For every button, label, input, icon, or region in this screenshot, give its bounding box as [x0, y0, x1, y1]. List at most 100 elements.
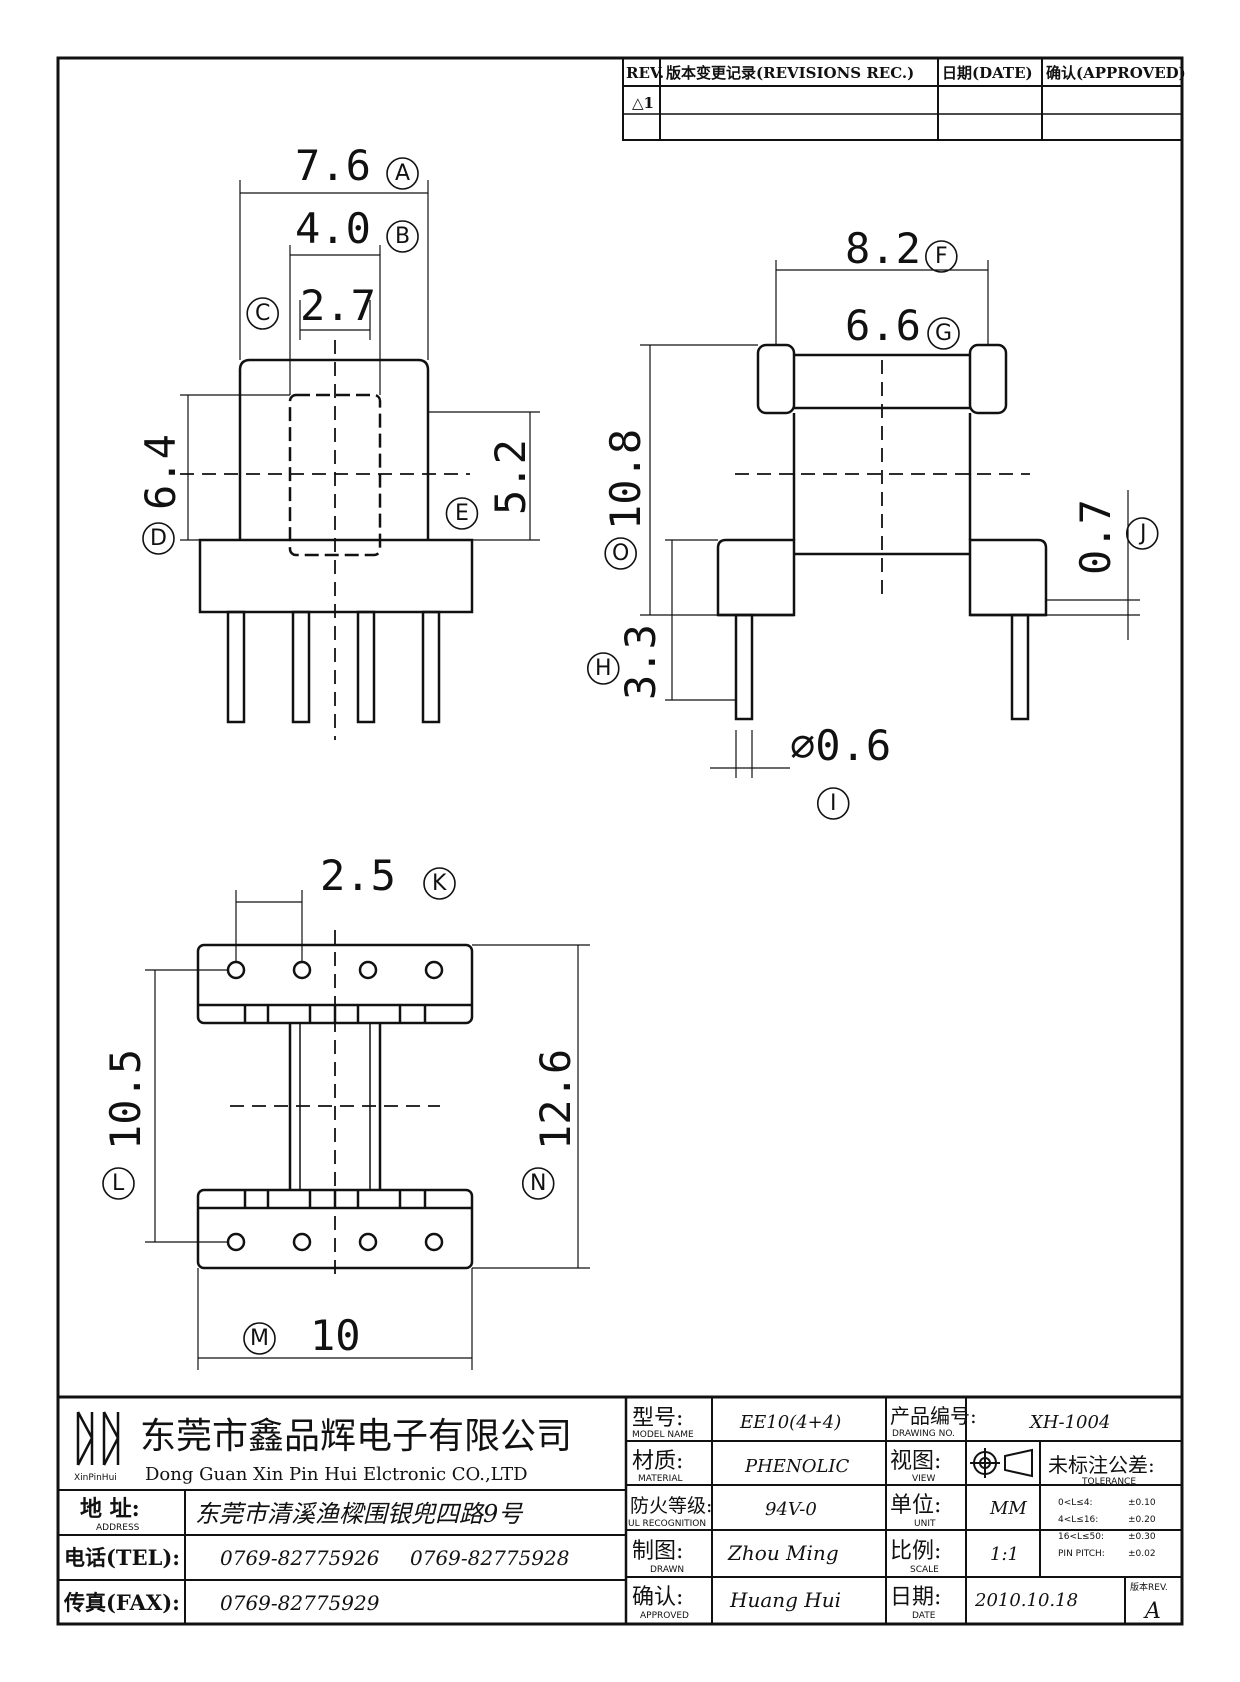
unit-label-en: UNIT [914, 1519, 936, 1529]
drawing-no-label: 产品编号: [890, 1404, 977, 1428]
tag-b: B [395, 224, 410, 249]
model-label-en: MODEL NAME [632, 1430, 694, 1440]
model-value: EE10(4+4) [739, 1412, 841, 1433]
tag-circle [586, 652, 620, 685]
tolerance-value-2: ±0.20 [1128, 1515, 1156, 1525]
date-label-en: DATE [912, 1611, 936, 1621]
company-logo [76, 1411, 120, 1466]
tag-circle [102, 1167, 135, 1200]
scale-label-en: SCALE [910, 1565, 939, 1575]
tag-circle [386, 157, 419, 190]
company-name-en: Dong Guan Xin Pin Hui Elctronic CO.,LTD [145, 1464, 528, 1485]
date-label: 日期: [890, 1585, 941, 1610]
dim-side-height: 10.8 [601, 429, 650, 530]
model-label: 型号: [632, 1406, 683, 1431]
material-label: 材质: [632, 1449, 683, 1474]
front-view [180, 180, 540, 740]
tag-circle [243, 1322, 276, 1355]
tag-h: H [595, 656, 612, 681]
tolerance-range-1: 0<L≤4: [1058, 1498, 1093, 1508]
approved-value: Huang Hui [729, 1588, 841, 1612]
rev-label: 版本REV. [1130, 1581, 1168, 1593]
tag-d: D [150, 526, 167, 551]
fax-value: 0769-82775929 [220, 1591, 380, 1615]
tolerance-range-4: PIN PITCH: [1058, 1549, 1105, 1559]
tolerance-value-4: ±0.02 [1128, 1549, 1156, 1559]
tag-m: M [250, 1326, 269, 1351]
rev-header: REV. [626, 64, 664, 82]
dim-front-core: 2.7 [300, 281, 376, 330]
dim-pin-diameter: ∅0.6 [790, 721, 891, 770]
tag-circle [604, 537, 637, 570]
approved-header: 确认(APPROVED) [1046, 64, 1186, 82]
tag-circle [142, 522, 175, 555]
dim-side-pin-length: 3.3 [616, 624, 665, 700]
dim-front-width: 7.6 [295, 141, 371, 190]
tolerance-range-2: 4<L≤16: [1058, 1515, 1098, 1525]
tag-l: L [112, 1171, 125, 1196]
material-value: PHENOLIC [744, 1456, 850, 1477]
tag-circle [246, 297, 279, 330]
tel-value-1: 0769-82775926 [220, 1546, 380, 1570]
company-name-cn: 东莞市鑫品辉电子有限公司 [140, 1416, 572, 1457]
dim-base-width: 10 [310, 1311, 361, 1360]
tag-c: C [255, 301, 270, 326]
bottom-view [145, 890, 590, 1370]
tag-a: A [395, 161, 410, 186]
tag-circle [521, 1167, 555, 1200]
drawn-label: 制图: [632, 1539, 683, 1564]
dim-side-inner: 6.6 [845, 301, 921, 350]
rev-value: A [1143, 1599, 1161, 1624]
dim-row-spacing: 10.5 [101, 1049, 150, 1150]
tolerance-label: 未标注公差: [1048, 1453, 1155, 1477]
tag-n: N [530, 1171, 546, 1196]
flame-label: 防火等级: [630, 1495, 712, 1517]
tag-j: J [1138, 521, 1147, 546]
fax-label: 传真(FAX): [63, 1590, 180, 1615]
tag-circle [445, 497, 479, 530]
flame-label-en: UL RECOGNITION [628, 1519, 706, 1529]
date-value: 2010.10.18 [974, 1590, 1078, 1611]
tag-o: O [612, 541, 629, 566]
drawn-label-en: DRAWN [650, 1565, 684, 1575]
dim-pin-pitch: 2.5 [320, 851, 396, 900]
dim-front-inner: 4.0 [295, 204, 371, 253]
tolerance-value-1: ±0.10 [1128, 1498, 1156, 1508]
approved-label-en: APPROVED [640, 1611, 689, 1621]
dim-side-width: 8.2 [845, 224, 921, 273]
dim-total-length: 12.6 [531, 1049, 580, 1150]
drawn-value: Zhou Ming [727, 1541, 839, 1565]
side-view [640, 260, 1140, 778]
scale-value: 1:1 [990, 1544, 1019, 1565]
date-header: 日期(DATE) [942, 64, 1033, 82]
sheet-border [56, 56, 1184, 1626]
tolerance-value-3: ±0.30 [1128, 1532, 1156, 1542]
unit-label: 单位: [890, 1493, 941, 1518]
tag-circle [423, 867, 456, 900]
records-header: 版本变更记录(REVISIONS REC.) [666, 64, 914, 82]
tag-g: G [935, 321, 952, 346]
tag-circle [927, 317, 960, 350]
view-label: 视图: [890, 1449, 941, 1474]
tag-circle [1125, 517, 1159, 550]
address-label-en: ADDRESS [96, 1523, 140, 1533]
tag-f: F [935, 244, 948, 269]
revision-table [622, 57, 1183, 141]
tag-e: E [455, 501, 469, 526]
scale-label: 比例: [890, 1539, 941, 1564]
projection-symbol-icon [970, 1448, 1033, 1478]
dim-front-core-height: 5.2 [486, 439, 535, 515]
dim-front-height: 6.4 [136, 434, 185, 510]
unit-value: MM [989, 1498, 1027, 1519]
address-value: 东莞市清溪渔樑围银兜四路9号 [195, 1500, 524, 1528]
drawing-no-value: XH-1004 [1028, 1412, 1110, 1433]
address-label: 地 址: [80, 1496, 140, 1522]
tag-circle [386, 220, 419, 253]
tag-circle [925, 240, 958, 273]
tag-i: I [830, 791, 837, 816]
drawing-no-label-en: DRAWING NO. [892, 1429, 955, 1439]
revision-symbol: △1 [632, 94, 654, 112]
view-label-en: VIEW [912, 1474, 935, 1484]
title-block [56, 1395, 1184, 1626]
